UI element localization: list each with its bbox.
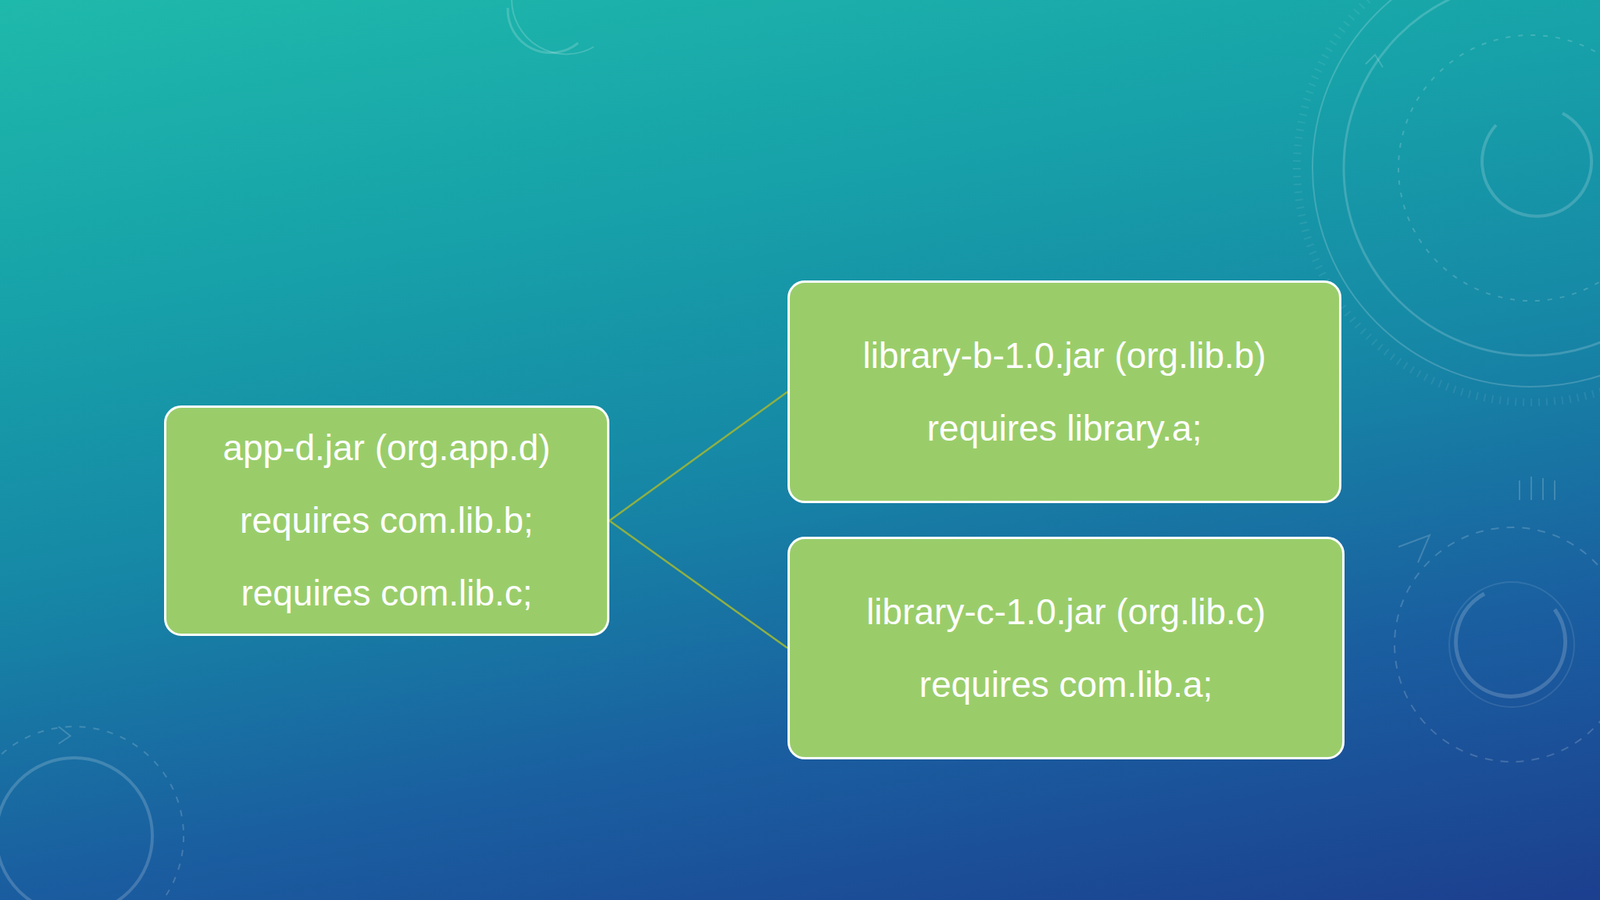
module-title: app-d.jar (org.app.d) [222,411,550,485]
dependency-line [609,521,788,649]
module-box: app-d.jar (org.app.d)requires com.lib.b;… [164,405,610,636]
module-box: library-b-1.0.jar (org.lib.b)requires li… [787,280,1342,504]
module-title: library-b-1.0.jar (org.lib.b) [862,319,1266,393]
requires-line: requires library.a; [927,392,1203,465]
requires-line: requires com.lib.b; [239,484,534,558]
module-title: library-c-1.0.jar (org.lib.c) [866,575,1266,649]
requires-line: requires com.lib.a; [919,648,1214,722]
requires-line: requires com.lib.c; [240,557,533,630]
dependency-line [609,392,788,522]
module-box: library-c-1.0.jar (org.lib.c)requires co… [787,536,1345,760]
